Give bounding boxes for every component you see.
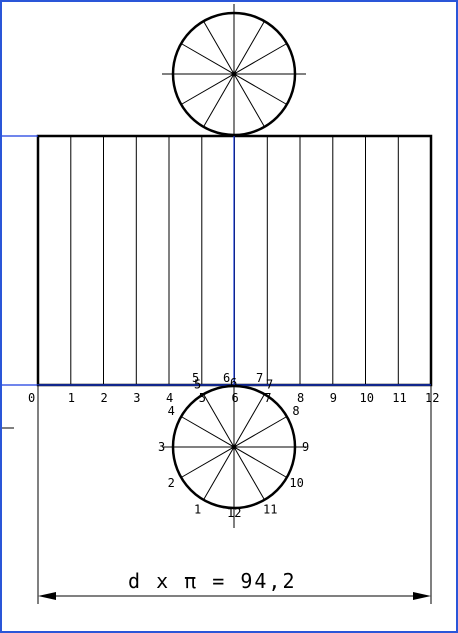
baseline-label-3: 3	[133, 391, 140, 405]
baseline-label-0: 0	[28, 391, 35, 405]
dimension-formula: d x π = 94,2	[128, 569, 297, 593]
circle-label-6: 6	[230, 376, 237, 390]
development-top-labels: 5 6 7	[192, 371, 263, 385]
dimension-arrow-left	[38, 592, 56, 600]
circle-label-4: 4	[168, 404, 175, 418]
construction-lines	[2, 135, 431, 429]
development-top-label-7: 7	[256, 371, 263, 385]
circle-label-8: 8	[292, 404, 299, 418]
baseline-label-12: 12	[425, 391, 439, 405]
baseline-label-11: 11	[392, 391, 406, 405]
development-top-label-5: 5	[192, 371, 199, 385]
baseline-label-8: 8	[297, 391, 304, 405]
circle-label-11: 11	[263, 502, 277, 516]
baseline-label-9: 9	[330, 391, 337, 405]
circle-label-9: 9	[302, 440, 309, 454]
dimension-arrow-right	[413, 592, 431, 600]
circle-label-7: 7	[266, 378, 273, 392]
baseline-label-2: 2	[101, 391, 108, 405]
circle-label-5: 5	[194, 378, 201, 392]
top-circle-group	[162, 4, 306, 137]
top-circle-center	[231, 71, 237, 77]
baseline-label-5: 5	[199, 391, 206, 405]
circle-label-1: 1	[194, 502, 201, 516]
baseline-label-1: 1	[68, 391, 75, 405]
baseline-label-6: 6	[232, 391, 239, 405]
bottom-circle-center	[231, 444, 237, 450]
dimension-group: d x π = 94,2	[37, 385, 432, 604]
baseline-label-10: 10	[360, 391, 374, 405]
circle-label-10: 10	[289, 476, 303, 490]
baseline-label-7: 7	[264, 391, 271, 405]
baseline-label-4: 4	[166, 391, 173, 405]
circle-label-12: 12	[227, 506, 241, 520]
development-top-label-6: 6	[223, 371, 230, 385]
circle-label-3: 3	[158, 440, 165, 454]
circle-label-2: 2	[168, 476, 175, 490]
